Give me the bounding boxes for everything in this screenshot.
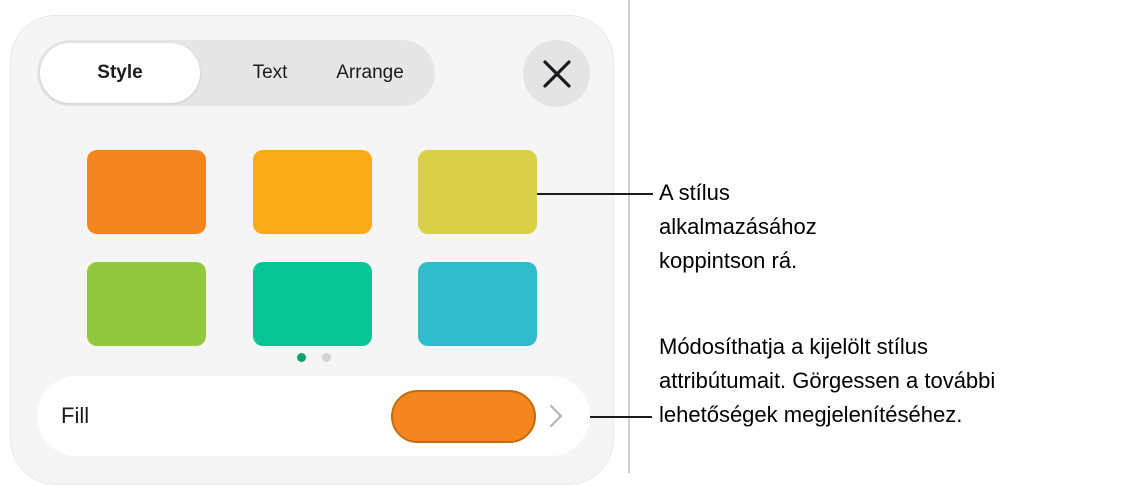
- style-swatch-yellow[interactable]: [418, 150, 537, 234]
- style-swatch-amber[interactable]: [253, 150, 372, 234]
- style-swatch-cyan[interactable]: [418, 262, 537, 346]
- popover-window: Style Text Arrange Fill: [37, 0, 630, 473]
- callout-line-text: alkalmazásához: [659, 214, 817, 239]
- callout-line-text: attribútumait. Görgessen a további: [659, 368, 996, 393]
- style-swatch-teal[interactable]: [253, 262, 372, 346]
- tab-text[interactable]: Text: [252, 62, 288, 83]
- close-x-icon: [542, 59, 571, 88]
- tab-arrange[interactable]: Arrange: [336, 62, 404, 83]
- tab-style[interactable]: Style: [40, 43, 200, 103]
- callout-line-text: lehetőségek megjelenítéséhez.: [659, 402, 963, 427]
- fill-row[interactable]: Fill: [37, 376, 590, 456]
- page-dot-active[interactable]: [297, 353, 306, 362]
- callout-style-apply: A stílus alkalmazásához koppintson rá.: [659, 176, 817, 278]
- callout-line-text: A stílus: [659, 180, 730, 205]
- style-swatch-orange[interactable]: [87, 150, 206, 234]
- callout-leader-line: [590, 416, 652, 418]
- fill-label: Fill: [61, 403, 90, 428]
- callout-line-text: koppintson rá.: [659, 248, 798, 273]
- callout-leader-line: [537, 193, 653, 195]
- format-tab-control: Style Text Arrange: [37, 40, 435, 106]
- chevron-right-icon[interactable]: [549, 404, 563, 428]
- style-swatch-green[interactable]: [87, 262, 206, 346]
- page-dot[interactable]: [322, 353, 331, 362]
- fill-color-well[interactable]: [391, 390, 536, 443]
- close-button[interactable]: [523, 40, 590, 107]
- callout-fill-edit: Módosíthatja a kijelölt stílus attribútu…: [659, 330, 995, 432]
- callout-line-text: Módosíthatja a kijelölt stílus: [659, 334, 929, 359]
